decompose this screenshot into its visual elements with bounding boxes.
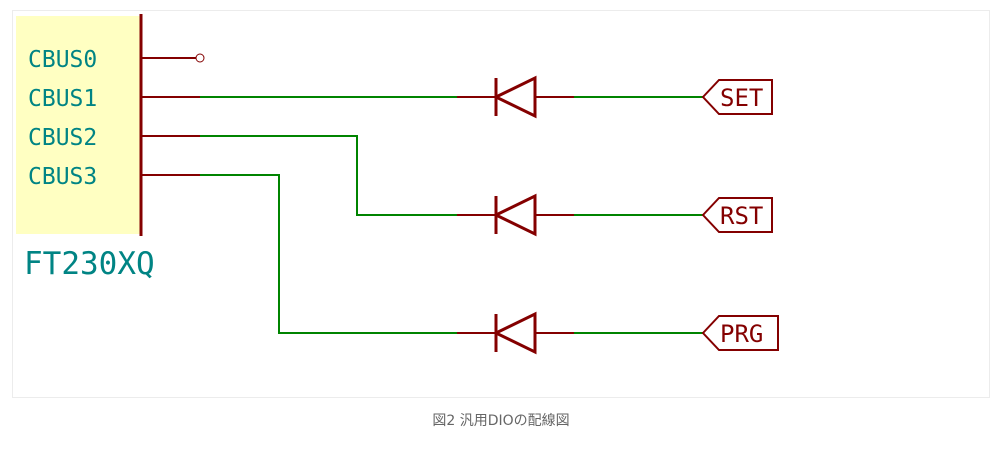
- pin-label-cbus3: CBUS3: [28, 164, 97, 190]
- net-label-set: SET: [720, 84, 763, 112]
- figure-caption: 図2 汎用DIOの配線図: [432, 413, 570, 429]
- net-label-flag-rst: [701, 197, 773, 233]
- pin-label-cbus0: CBUS0: [28, 47, 97, 73]
- figure-frame: [12, 10, 990, 398]
- component-name: FT230XQ: [24, 246, 155, 282]
- net-label-flag-set: [701, 79, 773, 115]
- diode-prg: [457, 311, 574, 355]
- net-label-prg: PRG: [720, 320, 763, 348]
- no-connect-marker: [195, 53, 205, 63]
- wire-cbus3: [200, 174, 457, 334]
- wire-cbus2: [200, 135, 457, 216]
- schematic-diagram: CBUS0 CBUS1 CBUS2 CBUS3 FT230XQ SET RST: [16, 14, 779, 355]
- diode-rst: [457, 193, 574, 237]
- diode-set: [457, 75, 574, 119]
- net-label-flag-prg: [701, 315, 779, 351]
- pin-label-cbus2: CBUS2: [28, 125, 97, 151]
- pin-label-cbus1: CBUS1: [28, 86, 97, 112]
- component-body: [16, 16, 141, 234]
- net-label-rst: RST: [720, 202, 763, 230]
